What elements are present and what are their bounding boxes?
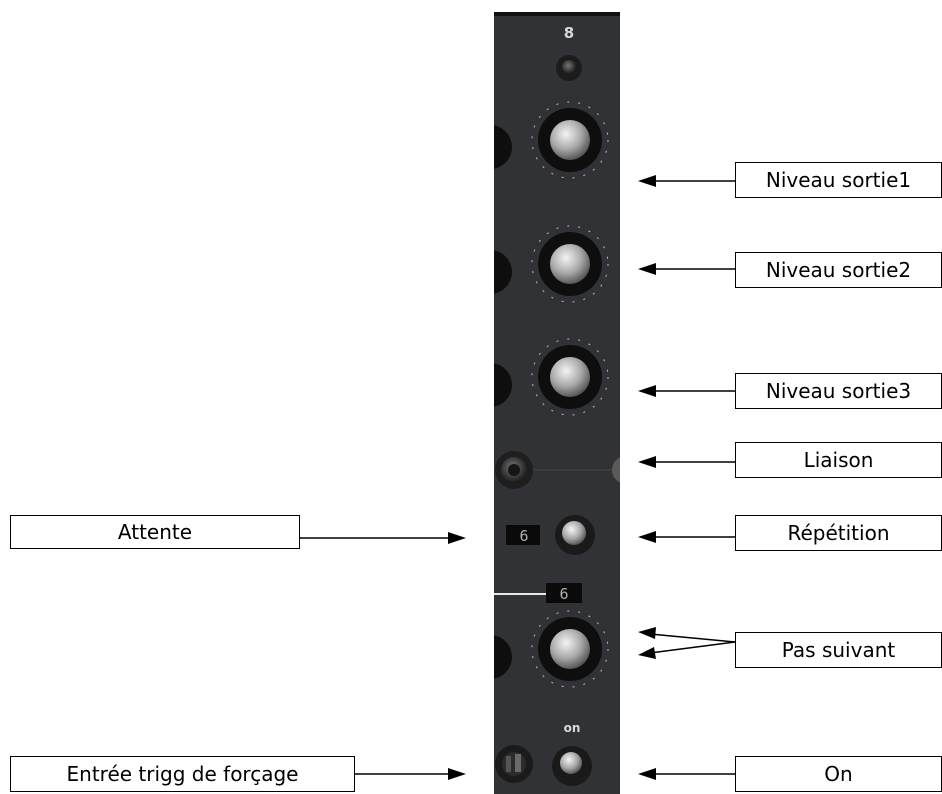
step-display (546, 583, 582, 603)
wait-display (506, 525, 540, 545)
adjacent-knob-partial (494, 250, 512, 294)
label-output-level-3: Niveau sortie3 (735, 373, 942, 409)
channel-select-button[interactable] (556, 55, 582, 81)
sequencer-module-strip: 8 (494, 12, 620, 794)
wait-display-value: 6 (519, 527, 528, 545)
on-toggle-button[interactable] (552, 746, 592, 786)
on-text: on (564, 721, 581, 735)
link-jack-partial (612, 457, 620, 483)
label-wait: Attente (10, 515, 300, 549)
label-next-step: Pas suivant (735, 632, 942, 668)
adjacent-knob-partial (494, 125, 512, 169)
adjacent-knob-partial (494, 635, 512, 679)
step-display-value: 6 (559, 585, 568, 603)
channel-number: 8 (564, 24, 574, 42)
output-level-3-knob[interactable] (531, 338, 609, 416)
link-jack[interactable] (495, 451, 533, 489)
module-panel-graphics: 8 (494, 12, 620, 786)
adjacent-knob-partial (494, 363, 512, 407)
label-force-trigger-input: Entrée trigg de forçage (10, 756, 355, 792)
next-step-knob[interactable] (531, 610, 609, 688)
label-link: Liaison (735, 442, 942, 478)
label-output-level-2: Niveau sortie2 (735, 252, 942, 288)
label-on: On (735, 756, 942, 792)
label-output-level-1: Niveau sortie1 (735, 162, 942, 198)
top-edge (494, 12, 620, 16)
output-level-2-knob[interactable] (531, 225, 609, 303)
repeat-button[interactable] (555, 515, 595, 555)
output-level-1-knob[interactable] (531, 101, 609, 179)
label-repeat: Répétition (735, 515, 942, 551)
force-trigger-input-jack[interactable] (495, 745, 533, 783)
